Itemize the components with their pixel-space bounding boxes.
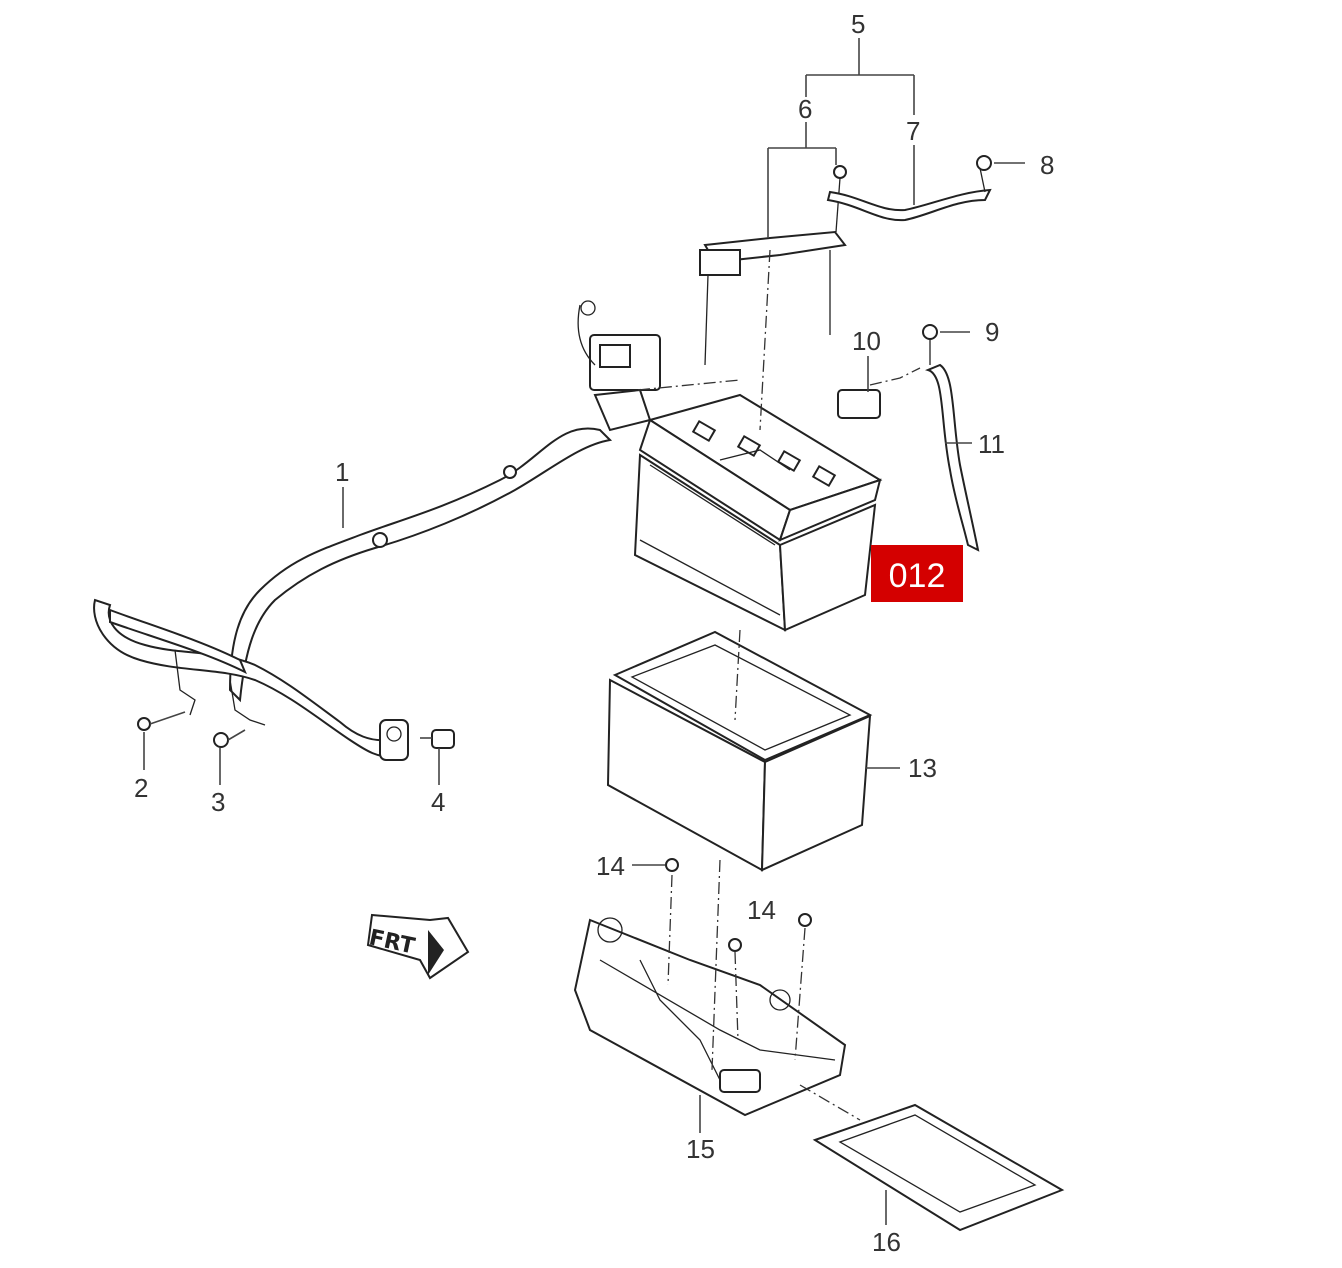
callout-8: 8 [1040, 150, 1054, 180]
battery-clamp-parts [699, 155, 992, 366]
wiring-harness-part [93, 300, 661, 761]
callout-numbers: 1 2 3 4 5 6 7 8 9 10 11 13 14 14 15 16 [134, 9, 1054, 1257]
figure-badge-bg [871, 545, 963, 602]
callout-4: 4 [431, 787, 445, 817]
callout-1: 1 [335, 457, 349, 487]
callout-3: 3 [211, 787, 225, 817]
callout-5: 5 [851, 9, 865, 39]
assembly-dash-lines [637, 249, 861, 1121]
tray-mat [812, 1103, 1065, 1232]
front-direction-marker: FRT [367, 913, 470, 980]
callout-13: 13 [908, 753, 937, 783]
figure-badge-label: 012 [889, 557, 946, 595]
fastener-parts [137, 711, 455, 749]
callout-14a: 14 [596, 851, 625, 881]
callout-10: 10 [852, 326, 881, 356]
terminal-cable-parts [837, 324, 980, 552]
callout-2: 2 [134, 773, 148, 803]
callout-16: 16 [872, 1227, 901, 1257]
battery-insulation-box [606, 630, 873, 872]
callout-leaders [143, 38, 1025, 1225]
callout-11: 11 [978, 429, 1005, 459]
callout-6: 6 [798, 94, 812, 124]
callout-15: 15 [686, 1134, 715, 1164]
battery [633, 393, 883, 632]
figure-badge: 012 [871, 545, 963, 602]
callout-9: 9 [985, 317, 999, 347]
battery-tray [573, 858, 847, 1117]
callout-7: 7 [906, 116, 920, 146]
callout-14b: 14 [747, 895, 776, 925]
